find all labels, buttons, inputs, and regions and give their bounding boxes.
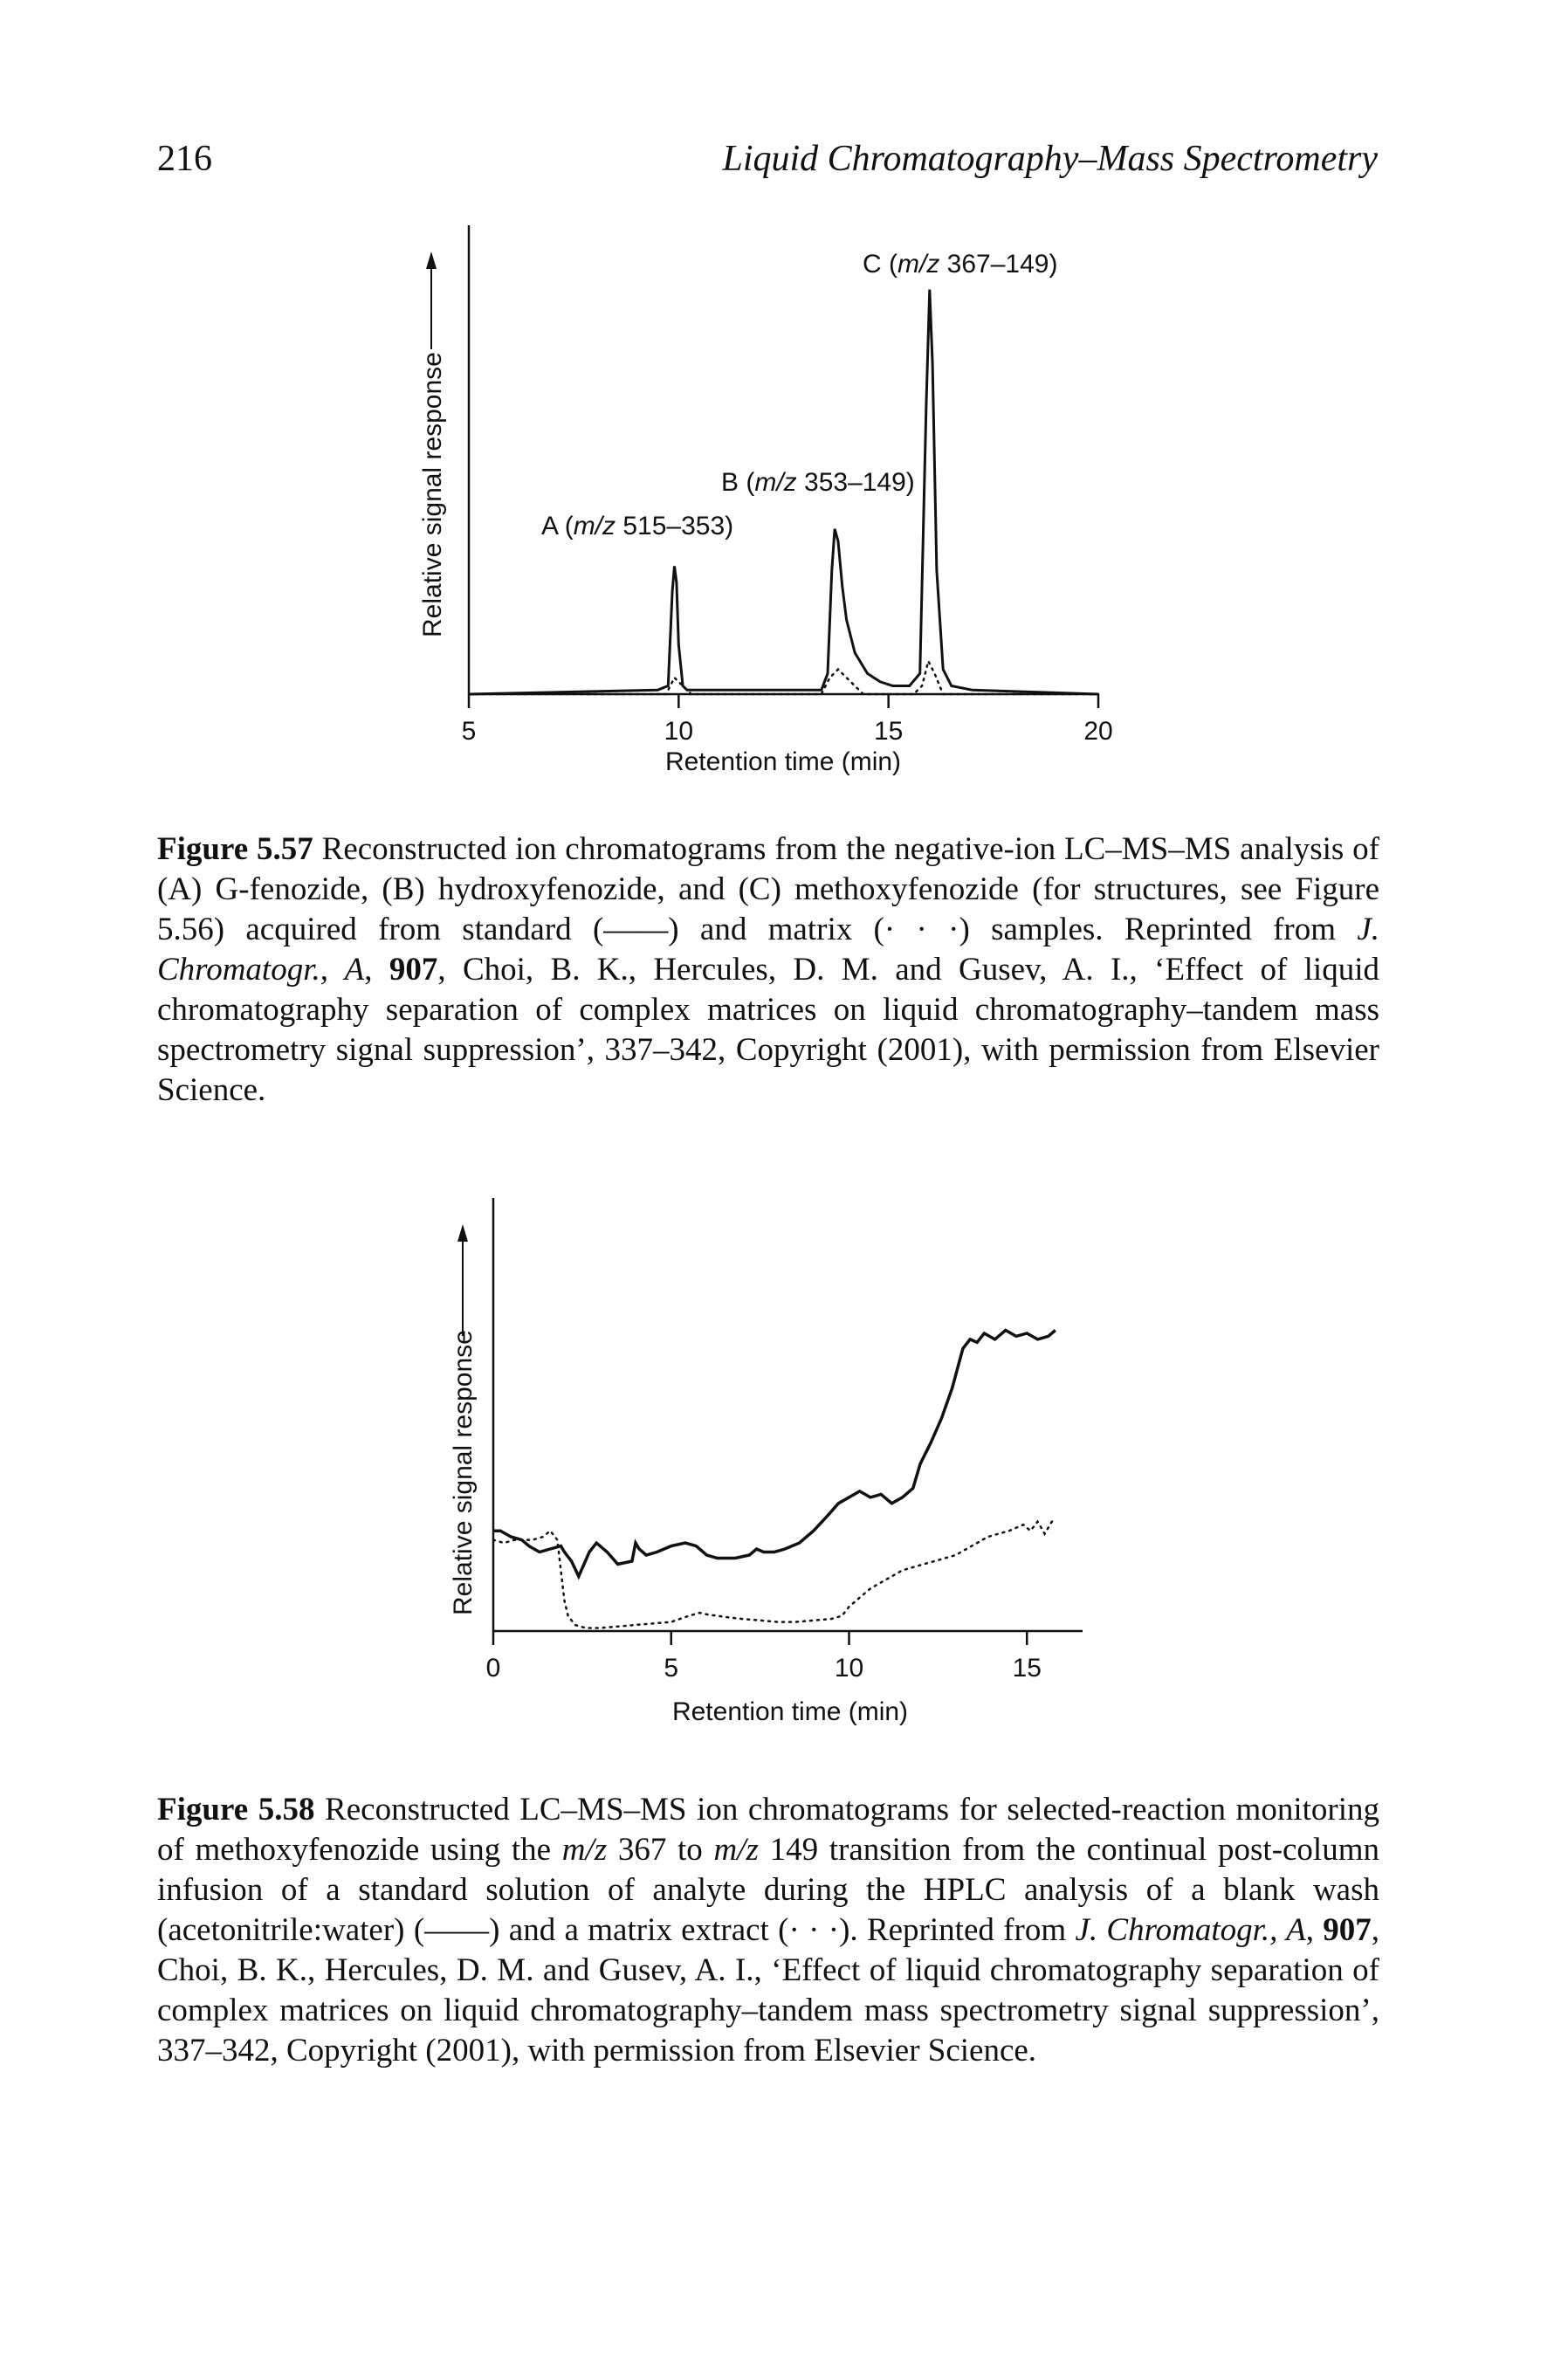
y-axis-label-group: Relative signal response [418, 251, 447, 637]
page-number: 216 [157, 139, 212, 179]
peak-label-b: B (m/z 353–149) [721, 468, 915, 497]
x-tick-label: 15 [874, 717, 903, 746]
series-standard-line [468, 289, 1099, 696]
y-axis-label: Relative signal response [449, 1330, 478, 1615]
figure-5-57-chart: 5 10 15 20 Relative signal response A (m/z … [0, 210, 1568, 803]
x-tick-label: 15 [1013, 1654, 1042, 1683]
series-matrix-extract-line [492, 1517, 1057, 1629]
running-title: Liquid Chromatography–Mass Spectrometry [722, 139, 1378, 179]
peak-label-c: C (m/z 367–149) [863, 250, 1057, 279]
y-axis-label: Relative signal response [418, 352, 447, 637]
x-tick-label: 5 [664, 1654, 678, 1683]
peak-label-a: A (m/z 515–353) [541, 512, 733, 540]
x-axis-label: Retention time (min) [672, 1697, 908, 1726]
x-tick-label: 10 [664, 717, 693, 746]
figure-5-57-caption: Figure 5.57 Reconstructed ion chromatogr… [157, 831, 1379, 1108]
x-axis-label: Retention time (min) [665, 747, 901, 776]
chromatogram-1-svg: 5 10 15 20 Relative signal response A (m/z … [418, 225, 1113, 776]
x-tick-label: 0 [486, 1654, 501, 1683]
x-tick-label: 20 [1083, 717, 1112, 746]
series-blank-wash-line [493, 1328, 1056, 1580]
y-axis-arrowhead [426, 251, 437, 269]
caption-label: Figure 5.57 [157, 831, 313, 867]
y-axis-label-group: Relative signal response [449, 1224, 478, 1615]
x-tick-label: 5 [462, 717, 477, 746]
x-tick-label: 10 [835, 1654, 863, 1683]
series-matrix-line [467, 657, 1100, 696]
y-axis-arrowhead [457, 1224, 468, 1242]
figure-5-58-chart: 0 5 10 15 Relative signal response Retentio… [0, 1187, 1568, 1755]
figure-5-58-caption: Figure 5.58 Reconstructed LC–MS–MS ion c… [157, 1792, 1380, 2068]
caption-label: Figure 5.58 [157, 1792, 315, 1828]
chromatogram-2-svg: 0 5 10 15 Relative signal response Retentio… [449, 1198, 1083, 1726]
